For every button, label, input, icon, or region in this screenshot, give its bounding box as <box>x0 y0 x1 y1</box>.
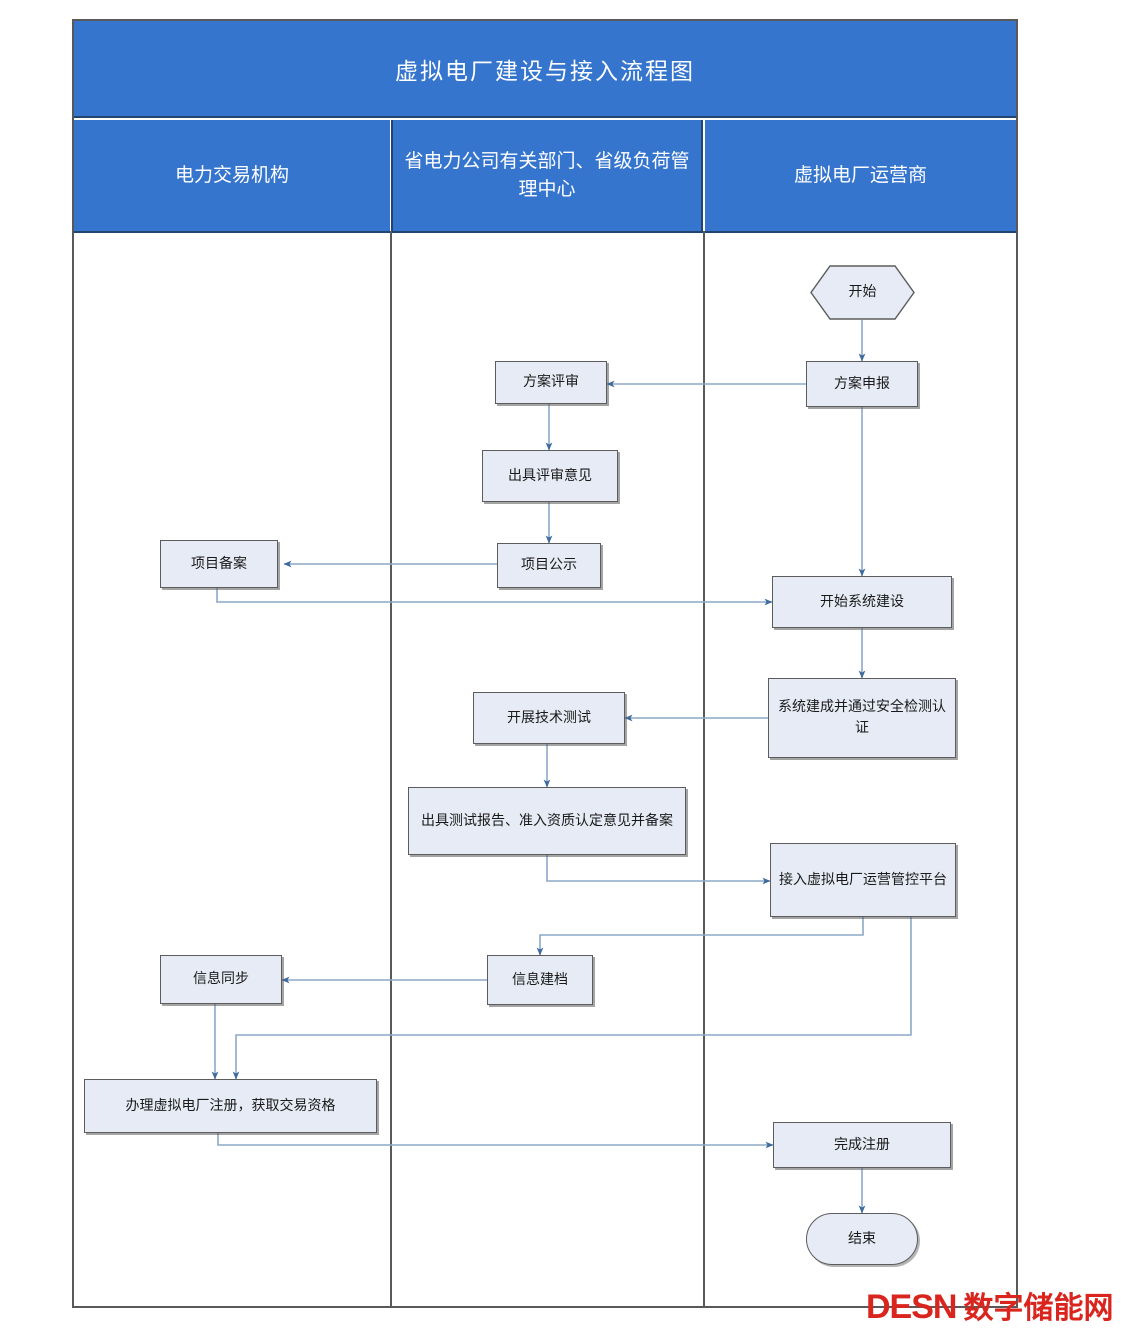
node-label-start: 开始 <box>848 285 877 300</box>
watermark-brand-cn: 数字储能网 <box>963 1292 1114 1325</box>
node-label-project-pub: 项目公示 <box>521 558 577 573</box>
node-end[interactable]: 结束 <box>806 1213 918 1265</box>
diagram-title-band: 虚拟电厂建设与接入流程图 <box>74 21 1016 118</box>
node-label-review-op: 出具评审意见 <box>508 468 592 484</box>
node-label-build-start: 开始系统建设 <box>820 594 904 610</box>
node-archive[interactable]: 信息建档 <box>487 955 593 1005</box>
node-build-start[interactable]: 开始系统建设 <box>772 576 952 628</box>
node-label-info-sync: 信息同步 <box>193 972 249 987</box>
node-label-archive: 信息建档 <box>512 972 568 988</box>
page-title: 虚拟电厂建设与接入流程图 <box>395 58 695 84</box>
hexagon-shape <box>810 265 915 320</box>
node-label-platform: 接入虚拟电厂运营管控平台 <box>779 872 947 888</box>
lane-divider-1 <box>390 231 392 1308</box>
node-test-report[interactable]: 出具测试报告、准入资质认定意见并备案 <box>408 787 686 855</box>
node-label-end: 结束 <box>848 1231 876 1247</box>
lane-label-grid: 省电力公司有关部门、省级负荷管理中心 <box>404 150 690 200</box>
node-start[interactable]: 开始 <box>810 265 915 320</box>
node-label-tech-test: 开展技术测试 <box>507 710 591 726</box>
lane-label-trading: 电力交易机构 <box>174 164 289 186</box>
node-project-file[interactable]: 项目备案 <box>160 540 278 588</box>
lane-divider-2 <box>703 231 705 1308</box>
lane-header-underline <box>74 231 1016 233</box>
watermark-brand-en: DESN <box>866 1288 957 1326</box>
node-reg-done[interactable]: 完成注册 <box>773 1122 951 1168</box>
lane-header-vpp: 虚拟电厂运营商 <box>705 120 1016 231</box>
node-project-pub[interactable]: 项目公示 <box>497 543 601 588</box>
node-build-done[interactable]: 系统建成并通过安全检测认证 <box>768 678 956 758</box>
node-label-reg-done: 完成注册 <box>834 1137 890 1153</box>
node-label-plan-submit: 方案申报 <box>834 376 890 392</box>
lane-header-grid: 省电力公司有关部门、省级负荷管理中心 <box>391 120 703 231</box>
lane-label-vpp: 虚拟电厂运营商 <box>793 164 927 186</box>
node-info-sync[interactable]: 信息同步 <box>160 955 282 1004</box>
node-tech-test[interactable]: 开展技术测试 <box>473 692 625 744</box>
node-review-op[interactable]: 出具评审意见 <box>482 450 618 502</box>
node-platform[interactable]: 接入虚拟电厂运营管控平台 <box>770 843 956 917</box>
node-register[interactable]: 办理虚拟电厂注册，获取交易资格 <box>84 1079 377 1133</box>
node-label-test-report: 出具测试报告、准入资质认定意见并备案 <box>421 813 673 829</box>
node-label-register: 办理虚拟电厂注册，获取交易资格 <box>125 1098 336 1114</box>
node-plan-review[interactable]: 方案评审 <box>495 361 607 404</box>
node-plan-submit[interactable]: 方案申报 <box>806 361 918 407</box>
lane-header-trading: 电力交易机构 <box>74 120 390 231</box>
node-label-project-file: 项目备案 <box>191 556 247 572</box>
node-label-plan-review: 方案评审 <box>523 375 579 390</box>
watermark-desn: DESN 数字储能网 <box>866 1283 1113 1327</box>
node-label-build-done: 系统建成并通过安全检测认证 <box>778 700 946 736</box>
